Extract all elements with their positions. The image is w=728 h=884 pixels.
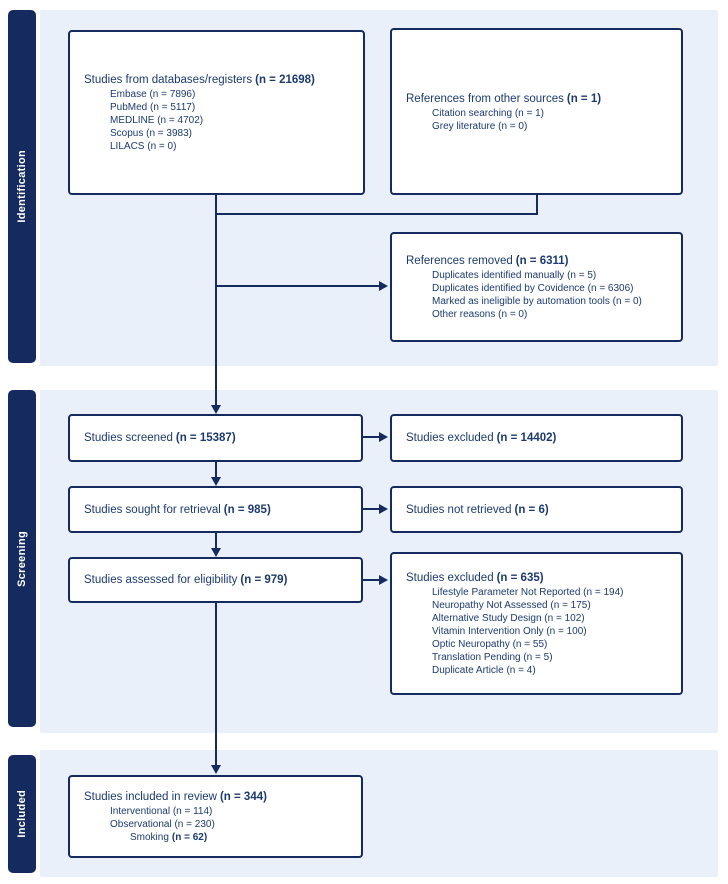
box-title-count: (n = 979) [240,574,288,586]
box-references-other-sources: References from other sources(n = 1) Cit… [390,28,683,195]
list-item: Marked as ineligible by automation tools… [432,296,642,307]
box-title-count: (n = 21698) [255,74,315,86]
box-studies-sought: Studies sought for retrieval(n = 985) [68,486,363,533]
connector-screened-to-sought-line [215,462,217,478]
box-title: Studies screened(n = 15387) [84,430,355,446]
box-title-count: (n = 15387) [175,432,236,444]
screening-section-label: Screening [16,530,28,587]
box-title-text: References from other sources [406,92,564,105]
box-title: Studies assessed for eligibility(n = 979… [84,572,355,588]
list-item: Interventional (n = 114) [110,806,213,817]
list-item: Duplicates identified by Covidence (n = … [432,283,634,294]
list-item: MEDLINE (n = 4702) [110,115,204,126]
box-title-count: (n = 1) [566,92,602,105]
box-title-count: (n = 6311) [515,255,569,267]
box-title: Studies included in review(n = 344) [84,789,355,805]
connector-databases-to-screened-line [215,195,217,407]
list-item: Vitamin Intervention Only (n = 100) [432,626,587,637]
list-item: Lifestyle Parameter Not Reported (n = 19… [432,587,624,598]
list-item: Duplicate Article (n = 4) [432,665,536,676]
connector-assessed-to-excluded-line [363,579,379,581]
list-item: Neuropathy Not Assessed (n = 175) [432,600,591,611]
connector-screened-to-excluded-line [363,436,379,438]
box-studies-included: Studies included in review(n = 344) Inte… [68,775,363,858]
list-item: Translation Pending (n = 5) [432,652,553,663]
box-title-count: (n = 985) [223,503,271,516]
connector-to-references-removed-line [215,285,379,287]
box-title: Studies from databases/registers(n = 216… [84,72,357,88]
connector-assessed-to-included-line [215,603,217,767]
list-item: Citation searching (n = 1) [432,107,545,119]
list-item: Grey literature (n = 0) [432,120,528,132]
box-title-count: (n = 14402) [496,432,557,444]
list-item: PubMed (n = 5117) [110,102,196,113]
list-item: Duplicates identified manually (n = 5) [432,270,597,281]
box-studies-not-retrieved: Studies not retrieved(n = 6) [390,486,683,533]
arrowhead-to-references-removed [379,281,388,291]
box-title-count: (n = 6) [514,503,549,516]
identification-section-bar: Identification [8,10,36,363]
box-title-text: Studies included in review [84,791,217,803]
list-item: Embase (n = 7896) [110,89,196,100]
box-title-text: References removed [406,255,513,267]
list-item: Optic Neuropathy (n = 55) [432,639,548,650]
box-title-text: Studies excluded [406,432,494,444]
box-title-text: Studies screened [84,432,173,444]
box-title: Studies sought for retrieval(n = 985) [84,502,355,518]
arrowhead-to-assessed [211,548,221,557]
box-studies-excluded-screening: Studies excluded(n = 14402) [390,414,683,462]
box-studies-excluded-eligibility: Studies excluded(n = 635) Lifestyle Para… [390,552,683,695]
box-studies-assessed: Studies assessed for eligibility(n = 979… [68,557,363,603]
list-item: Other reasons (n = 0) [432,309,528,320]
box-title-text: Studies assessed for eligibility [84,574,238,586]
box-title: Studies excluded(n = 14402) [406,430,675,446]
list-item: LILACS (n = 0) [110,141,177,152]
list-item-smoking: Smoking(n = 62) [130,831,355,844]
included-section-bar: Included [8,755,36,873]
arrowhead-to-excluded-eligibility [379,575,388,585]
box-title: Studies not retrieved(n = 6) [406,502,675,518]
box-studies-from-databases: Studies from databases/registers(n = 216… [68,30,365,195]
box-title: References from other sources(n = 1) [406,91,675,107]
box-title-text: Studies sought for retrieval [84,503,221,516]
arrowhead-to-not-retrieved [379,504,388,514]
box-title-count: (n = 635) [496,572,544,584]
list-item: Alternative Study Design (n = 102) [432,613,585,624]
arrowhead-to-excluded-screening [379,432,388,442]
box-title-text: Studies not retrieved [406,503,512,516]
connector-merge-line [215,213,538,215]
connector-sought-to-not-retrieved-line [363,508,379,510]
box-title-count: (n = 344) [219,791,267,803]
smoking-count: (n = 62) [171,832,208,843]
box-references-removed: References removed(n = 6311) Duplicates … [390,232,683,342]
box-studies-screened: Studies screened(n = 15387) [68,414,363,462]
box-title-text: Studies from databases/registers [84,74,253,86]
smoking-label: Smoking [130,832,169,843]
connector-sought-to-assessed-line [215,533,217,549]
arrowhead-to-screened [211,405,221,414]
arrowhead-to-sought [211,477,221,486]
list-item: Observational (n = 230) [110,819,215,830]
included-section-label: Included [16,790,28,838]
box-title-text: Studies excluded [406,572,494,584]
box-title: References removed(n = 6311) [406,253,675,269]
box-title: Studies excluded(n = 635) [406,570,675,586]
identification-section-label: Identification [16,150,28,223]
arrowhead-to-included [211,765,221,774]
list-item: Scopus (n = 3983) [110,128,192,139]
connector-other-sources-drop-line [536,195,538,215]
screening-section-bar: Screening [8,390,36,727]
